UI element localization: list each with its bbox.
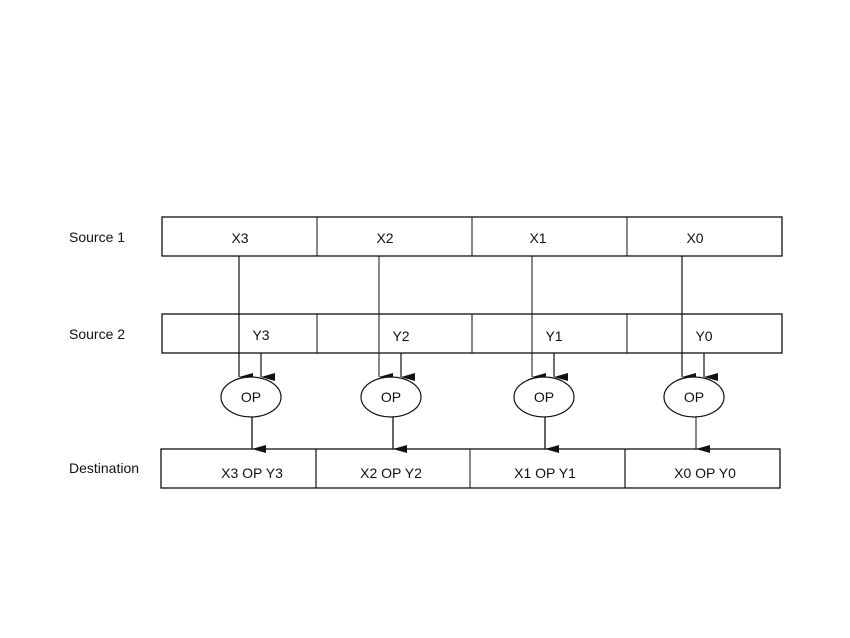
lane-0: OP [663, 256, 725, 453]
op-label-2: OP [381, 389, 401, 405]
source1-cell-x3: X3 [231, 230, 248, 246]
source1-cell-x0: X0 [686, 230, 703, 246]
source1-cell-x1: X1 [529, 230, 546, 246]
op-node-0 [663, 376, 725, 418]
destination-cell-0: X0 OP Y0 [674, 465, 736, 481]
source2-cell-y3: Y3 [252, 327, 269, 343]
lane-3: OP [220, 256, 282, 453]
destination-register: X3 OP Y3 X2 OP Y2 X1 OP Y1 X0 OP Y0 [160, 448, 781, 489]
op-node-3 [220, 376, 282, 418]
op-label-3: OP [241, 389, 261, 405]
destination-label: Destination [69, 460, 139, 476]
destination-cell-1: X1 OP Y1 [514, 465, 576, 481]
op-node-1 [513, 376, 575, 418]
op-label-1: OP [534, 389, 554, 405]
destination-cell-2: X2 OP Y2 [360, 465, 422, 481]
source2-cell-y0: Y0 [695, 328, 712, 344]
lane-2: OP [360, 256, 422, 453]
lane-1: OP [513, 256, 575, 453]
source2-register: Y3 Y2 Y1 Y0 [161, 313, 783, 354]
op-label-0: OP [684, 389, 704, 405]
source2-cell-y2: Y2 [392, 328, 409, 344]
source1-cell-x2: X2 [376, 230, 393, 246]
destination-cell-3: X3 OP Y3 [221, 465, 283, 481]
source2-cell-y1: Y1 [545, 328, 562, 344]
source1-register: X3 X2 X1 X0 [161, 216, 783, 257]
source1-label: Source 1 [69, 229, 125, 245]
op-node-2 [360, 376, 422, 418]
source2-label: Source 2 [69, 326, 125, 342]
